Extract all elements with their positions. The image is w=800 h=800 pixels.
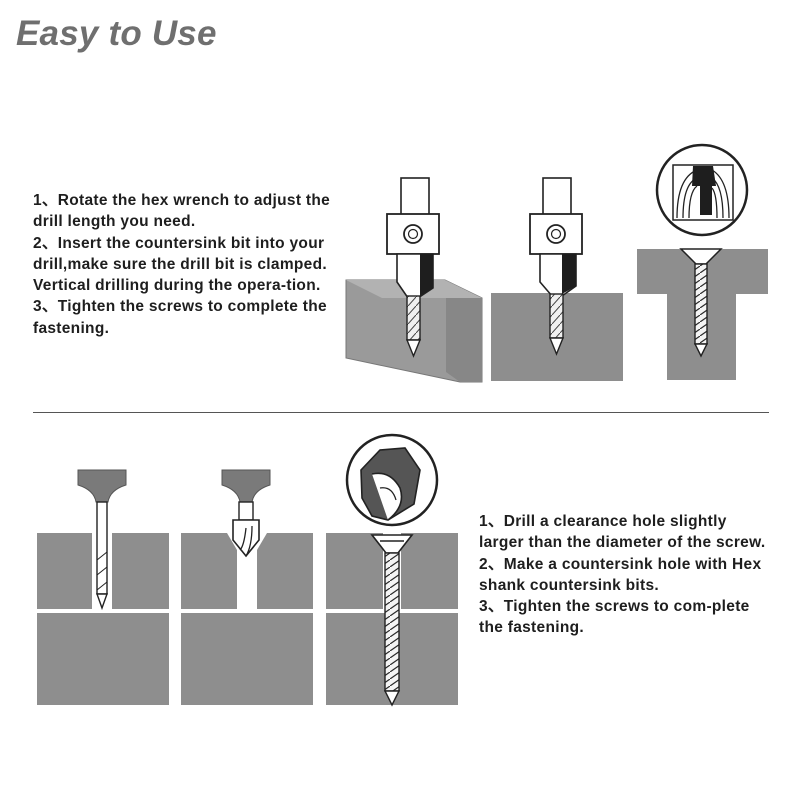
top-instructions: 1、Rotate the hex wrench to adjust the dr… [33,190,333,339]
top-step-2: 2、Insert the countersink bit into your d… [33,234,327,273]
section-divider [33,412,769,413]
bottom-step-3: 3、Tighten the screws to com-plete the fa… [479,598,750,637]
page-title: Easy to Use [16,14,217,53]
countersink-hole-illustration [181,469,313,705]
bottom-step-1: 1、Drill a clearance hole slightly larger… [479,513,766,552]
fastened-screw-illustration [326,433,458,707]
clearance-hole-illustration [37,469,169,705]
drill-in-angled-block-illustration [345,177,483,383]
screw-in-t-block-illustration [637,143,768,380]
bottom-step-2: 2、Make a countersink hole with Hex shank… [479,555,762,594]
bottom-instructions: 1、Drill a clearance hole slightly larger… [479,511,769,639]
top-step-1: 1、Rotate the hex wrench to adjust the dr… [33,192,331,231]
top-step-3: 3、Tighten the screws to complete the fas… [33,298,327,337]
drill-in-flat-block-illustration [491,177,623,381]
top-step-note: Vertical drilling during the opera-tion. [33,277,321,295]
